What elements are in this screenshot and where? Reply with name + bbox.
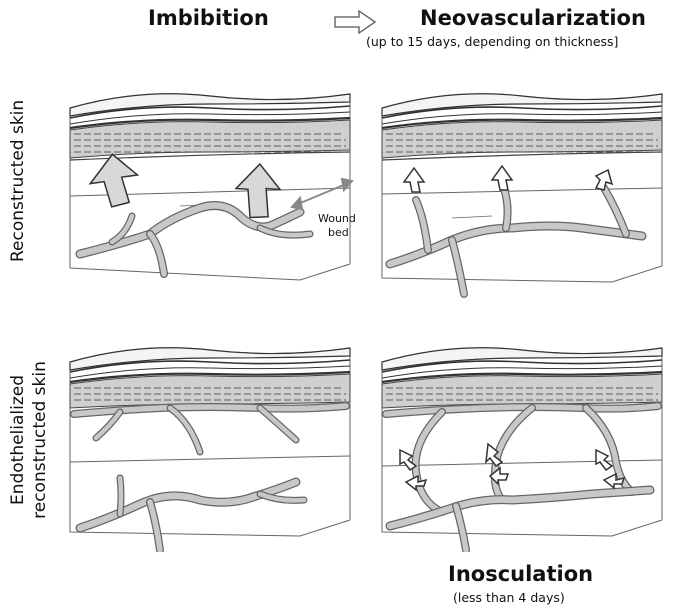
panel-imbibition-reconstructed: Wound bed [60,68,360,298]
sprouting-arrow-icon [404,166,612,192]
blood-vessels [80,206,310,274]
row-label-top-text: Reconstructed skin [8,100,28,262]
row-label-bottom-line1: Endothelialized [7,335,29,545]
header-imbibition: Imbibition [148,6,269,30]
wound-bed-label-line1: Wound [318,212,356,225]
row-label-reconstructed-skin: Reconstructed skin [7,102,29,262]
wound-bed-arrow-icon [292,179,352,209]
blood-vessels [386,406,658,550]
process-arrow-icon [333,10,377,34]
header-neovascularization: Neovascularization [420,6,646,30]
panel-neovascularization-reconstructed [372,68,672,298]
inosculation-arrow-icon [400,444,624,490]
dermis-cell-layer [382,374,662,408]
blood-vessels [74,406,346,550]
neovascularization-note: (up to 15 days, depending on thickness] [366,34,618,49]
dermis-cell-layer [70,374,350,408]
wound-bed-label-line2: bed [328,226,349,239]
inosculation-note: (less than 4 days) [453,590,565,605]
row-label-bottom-line2: reconstructed skin [29,335,51,545]
row-label-endothelialized: Endothelialized reconstructed skin [7,335,51,545]
dermis-cell-layer [382,120,662,160]
header-inosculation: Inosculation [448,562,593,586]
panel-imbibition-endothelialized [60,322,360,552]
panel-inosculation-endothelialized [372,322,672,552]
blood-vessels [390,188,642,294]
